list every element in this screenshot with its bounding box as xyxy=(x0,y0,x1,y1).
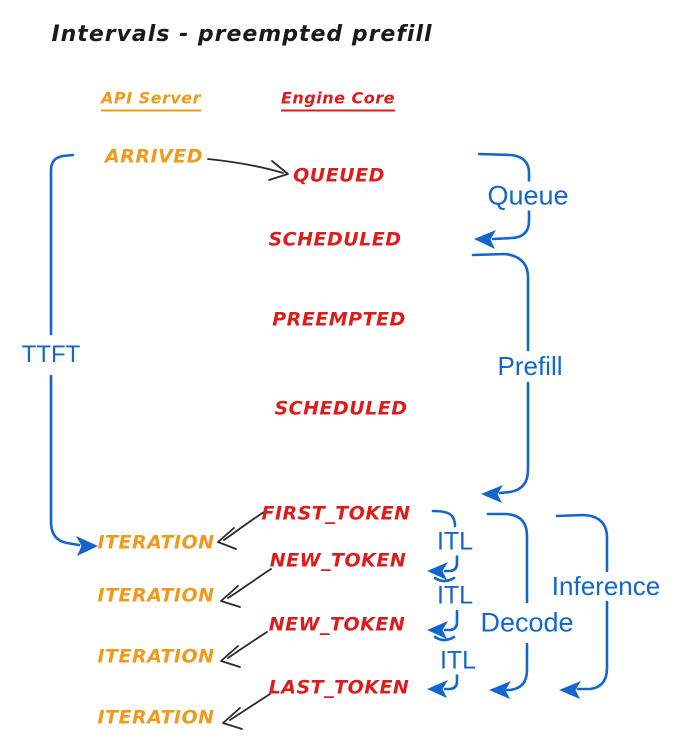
arrow-new-token2-to-iteration xyxy=(220,631,268,668)
decode-arrowhead-left xyxy=(489,681,511,699)
interval-label-queue: Queue xyxy=(484,181,572,211)
arrow-new-token1-to-iteration xyxy=(220,568,272,608)
inference-arrowhead-left xyxy=(559,681,581,699)
prefill-arrowhead-left xyxy=(481,485,503,503)
column-header-api-server: API Server xyxy=(100,90,202,112)
event-first-token: FIRST_TOKEN xyxy=(261,502,411,525)
interval-label-itl-3: ITL xyxy=(436,647,480,675)
itl-hook-arrow-3 xyxy=(427,668,459,698)
event-iteration-3: ITERATION xyxy=(97,645,215,668)
itl-hook-arrow-2 xyxy=(427,609,459,642)
event-scheduled-2: SCHEDULED xyxy=(274,397,408,420)
interval-label-decode: Decode xyxy=(477,608,577,638)
event-last-token: LAST_TOKEN xyxy=(268,676,410,699)
itl-hook-arrow-1 xyxy=(427,550,459,583)
decode-bracket xyxy=(486,512,529,699)
arrow-last-token-to-iteration xyxy=(222,693,271,730)
event-preempted: PREEMPTED xyxy=(272,308,406,331)
queue-arrowhead-left xyxy=(474,230,496,249)
event-queued: QUEUED xyxy=(293,164,385,187)
prefill-bracket xyxy=(471,252,530,503)
interval-label-prefill: Prefill xyxy=(494,352,566,380)
event-iteration-1: ITERATION xyxy=(97,531,215,554)
itl-top-corner xyxy=(431,509,457,528)
event-scheduled-1: SCHEDULED xyxy=(268,228,402,251)
event-new-token-1: NEW_TOKEN xyxy=(269,549,407,572)
event-arrived: ARRIVED xyxy=(105,145,203,168)
arrow-arrived-to-queued xyxy=(207,158,289,181)
page-title: Intervals - preempted prefill xyxy=(51,22,433,47)
arrow-first-token-to-iteration xyxy=(217,511,265,550)
event-iteration-4: ITERATION xyxy=(97,706,215,729)
interval-label-itl-1: ITL xyxy=(433,528,477,556)
ttft-bracket xyxy=(49,153,98,556)
event-new-token-2: NEW_TOKEN xyxy=(268,613,406,636)
ttft-arrowhead-right xyxy=(76,536,98,556)
column-header-engine-core: Engine Core xyxy=(280,90,396,112)
interval-label-itl-2: ITL xyxy=(433,582,477,610)
event-iteration-2: ITERATION xyxy=(97,584,215,607)
inference-bracket xyxy=(555,513,609,699)
interval-label-ttft: TTFT xyxy=(18,342,84,368)
interval-label-inference: Inference xyxy=(548,572,664,600)
queue-bracket xyxy=(474,152,531,249)
